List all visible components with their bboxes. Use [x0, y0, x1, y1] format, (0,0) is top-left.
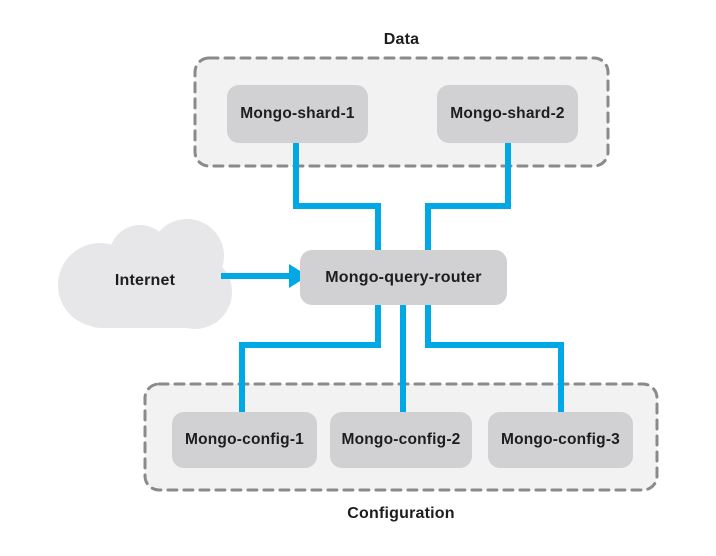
data-group-label: Data [383, 31, 420, 48]
node-mongo-shard-2: Mongo-shard-2 [437, 85, 578, 143]
node-mongo-config-2: Mongo-config-2 [330, 412, 472, 468]
config-group-label: Configuration [347, 505, 455, 522]
node-mongo-config-3: Mongo-config-3 [488, 412, 633, 468]
connector-router-config3 [425, 303, 564, 414]
connector-shard1-router [293, 141, 381, 252]
internet-label: Internet [114, 272, 176, 289]
connector-shard2-router [425, 141, 511, 252]
node-mongo-config-1: Mongo-config-1 [172, 412, 317, 468]
internet-arrowhead-icon [289, 264, 308, 288]
node-mongo-shard-1: Mongo-shard-1 [227, 85, 368, 143]
internet-cloud-icon [58, 219, 232, 329]
connector-lines-group [221, 141, 564, 414]
connector-router-config1 [239, 303, 381, 414]
node-mongo-query-router: Mongo-query-router [300, 250, 507, 305]
